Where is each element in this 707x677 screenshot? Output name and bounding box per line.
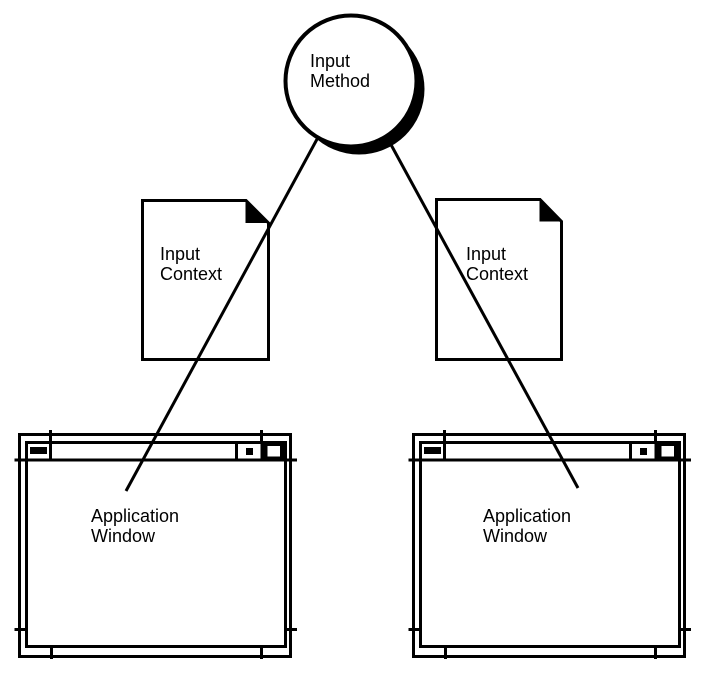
- application-window-left: [14, 430, 297, 659]
- connector-line-left: [124, 129, 324, 492]
- input-method-label: Input Method: [310, 51, 371, 91]
- input-context-doc-right: [435, 198, 563, 361]
- application-window-right-label: Application Window: [483, 506, 572, 546]
- minimize-button-icon: [246, 448, 253, 455]
- window-outer-frame: [18, 433, 292, 658]
- window-inner-frame: [419, 441, 681, 648]
- circle-outline: [283, 13, 419, 149]
- connector-line-right: [381, 129, 580, 489]
- application-window-right: [408, 430, 691, 659]
- input-context-left-label: Input Context: [160, 244, 223, 284]
- input-context-doc-left: [141, 199, 270, 361]
- maximize-button-icon: [661, 446, 674, 457]
- input-method-node: [283, 13, 425, 155]
- document-page-icon: [435, 198, 563, 361]
- window-outer-frame: [412, 433, 686, 658]
- folded-corner-icon: [539, 198, 562, 222]
- folded-corner-icon: [245, 199, 269, 223]
- application-window-left-label: Application Window: [91, 506, 180, 546]
- document-page-icon: [141, 199, 270, 361]
- maximize-button-icon: [267, 446, 280, 457]
- window-menu-button-icon: [424, 447, 441, 454]
- minimize-button-icon: [640, 448, 647, 455]
- window-menu-button-icon: [30, 447, 47, 454]
- input-context-right-label: Input Context: [466, 244, 529, 284]
- window-inner-frame: [25, 441, 287, 648]
